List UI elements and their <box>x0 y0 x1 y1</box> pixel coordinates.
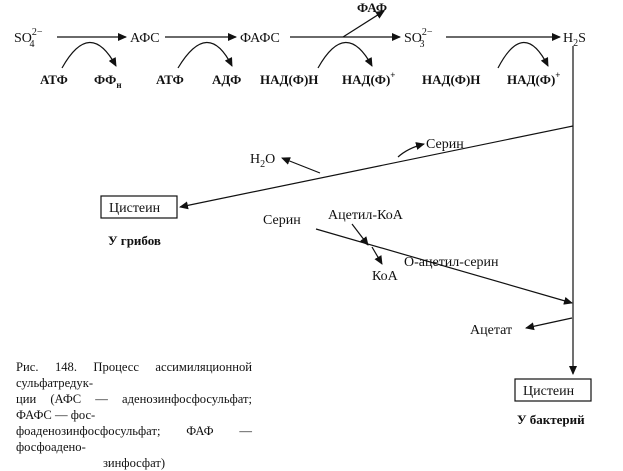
arrow-atp-to-adp <box>177 41 233 69</box>
arrow-acetate-release <box>525 317 573 331</box>
pap-product-label: ФАФ <box>357 0 387 15</box>
water-label: H2O <box>250 152 275 170</box>
arrow-coa-release <box>371 246 383 265</box>
atp-label-2: АТФ <box>156 72 184 87</box>
nadph-label-1: НАД(Ф)Н <box>260 72 318 87</box>
arrow-serine-in-fungi <box>397 142 425 158</box>
bacterial-serine-label: Серин <box>263 213 301 228</box>
hydrogen-sulfide-label: H2S <box>563 31 586 49</box>
sulfate-assimilation-diagram: SO2−4 АФС ФАФС SO2−3 H2S ФАФ АТФ ФФн АТФ… <box>14 0 592 427</box>
arrow-water-release <box>281 157 321 174</box>
arrow-fungal-cysteine-synthesis <box>179 125 574 210</box>
arrow-nadph-to-nadp-2 <box>497 41 549 69</box>
fungal-cysteine-box <box>100 195 178 219</box>
paps-label: ФАФС <box>240 31 280 46</box>
caption-line: зинфосфат) <box>102 456 166 470</box>
fungi-group-label: У грибов <box>108 233 161 248</box>
fungal-cysteine-label: Цистеин <box>109 201 161 216</box>
fungal-serine-label: Серин <box>426 137 464 152</box>
arrow-pap-release <box>342 10 385 38</box>
adp-label: АДФ <box>212 72 241 87</box>
arrow-atp-to-ppi <box>61 41 117 69</box>
acetyl-coa-label: Ацетил-КоА <box>328 208 404 223</box>
pyrophosphate-label: ФФн <box>94 72 122 90</box>
sulfate-label: SO2−4 <box>14 27 43 50</box>
figure-caption: Рис. 148. Процесс ассимиляционной сульфа… <box>16 359 252 471</box>
arrow-nadph-to-nadp-1 <box>317 41 373 69</box>
arrow-o-acetylserine-formation <box>315 228 573 305</box>
o-acetylserine-label: О-ацетил-серин <box>404 255 499 270</box>
caption-line: Рис. 148. Процесс ассимиляционной сульфа… <box>16 360 252 390</box>
caption-line: ции (АФС — аденозинфосфосульфат; ФАФС — … <box>16 392 252 422</box>
atp-label-1: АТФ <box>40 72 68 87</box>
nadph-label-2: НАД(Ф)Н <box>422 72 480 87</box>
bacterial-cysteine-box <box>514 378 592 402</box>
bacterial-cysteine-label: Цистеин <box>523 384 575 399</box>
coa-label: КоА <box>372 269 399 284</box>
caption-line: фоаденозинфосфосульфат; ФАФ — фосфоадено… <box>16 424 252 454</box>
nadp-label-1: НАД(Ф)+ <box>342 70 395 87</box>
bacteria-group-label: У бактерий <box>517 412 585 427</box>
nadp-label-2: НАД(Ф)+ <box>507 70 560 87</box>
acetate-label: Ацетат <box>470 323 512 338</box>
sulfite-label: SO2−3 <box>404 27 433 50</box>
aps-label: АФС <box>130 31 160 46</box>
arrow-acetyl-coa-in <box>351 223 369 246</box>
